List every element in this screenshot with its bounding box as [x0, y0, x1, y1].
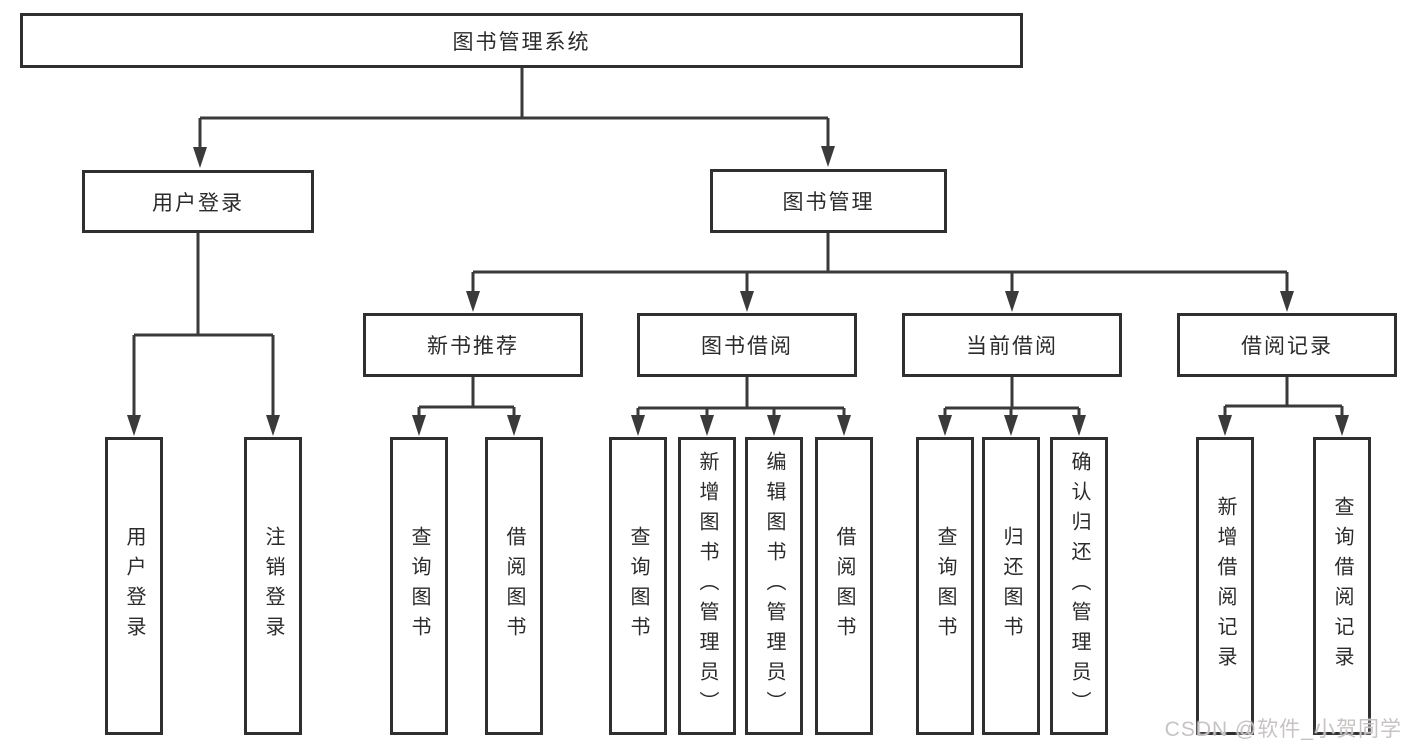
leaf-query-books-current: 查询图书 [916, 437, 974, 735]
leaf-return-books: 归还图书 [982, 437, 1040, 735]
leaf-label: 新增图书（管理员） [696, 451, 718, 721]
leaf-label: 注销登录 [262, 526, 284, 646]
leaf-query-borrow-record: 查询借阅记录 [1313, 437, 1371, 735]
leaf-label: 借阅图书 [833, 526, 855, 646]
leaf-label: 用户登录 [123, 526, 145, 646]
csdn-watermark: CSDN @软件_小贺同学 [1164, 718, 1402, 741]
leaf-logout: 注销登录 [244, 437, 302, 735]
leaf-add-borrow-record: 新增借阅记录 [1196, 437, 1254, 735]
leaf-label: 确认归还（管理员） [1068, 451, 1090, 721]
leaf-label: 新增借阅记录 [1214, 496, 1236, 676]
leaf-confirm-return-admin: 确认归还（管理员） [1050, 437, 1108, 735]
leaf-label: 编辑图书（管理员） [763, 451, 785, 721]
node-book-management: 图书管理 [710, 169, 947, 233]
leaf-borrow-books-recommend: 借阅图书 [485, 437, 543, 735]
leaf-add-books-admin: 新增图书（管理员） [678, 437, 736, 735]
leaf-label: 归还图书 [1000, 526, 1022, 646]
node-borrowing-records: 借阅记录 [1177, 313, 1397, 377]
leaf-label: 查询图书 [627, 526, 649, 646]
leaf-edit-books-admin: 编辑图书（管理员） [745, 437, 803, 735]
leaf-label: 查询图书 [408, 526, 430, 646]
leaf-label: 查询借阅记录 [1331, 496, 1353, 676]
node-user-login: 用户登录 [82, 170, 314, 233]
node-book-borrowing: 图书借阅 [637, 313, 857, 377]
leaf-borrow-books: 借阅图书 [815, 437, 873, 735]
leaf-user-login: 用户登录 [105, 437, 163, 735]
leaf-label: 借阅图书 [503, 526, 525, 646]
leaf-label: 查询图书 [934, 526, 956, 646]
node-current-borrowing: 当前借阅 [902, 313, 1122, 377]
leaf-query-books-recommend: 查询图书 [390, 437, 448, 735]
node-new-book-recommendation: 新书推荐 [363, 313, 583, 377]
leaf-query-books-borrow: 查询图书 [609, 437, 667, 735]
node-library-management-system: 图书管理系统 [20, 13, 1023, 68]
